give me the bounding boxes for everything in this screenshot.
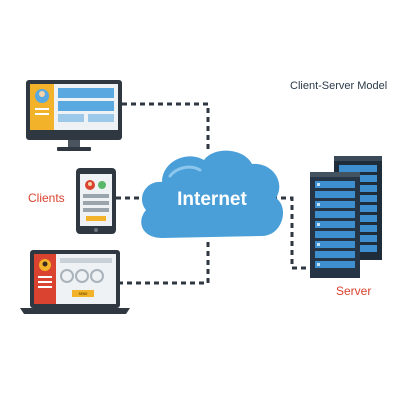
internet-cloud: Internet xyxy=(141,150,284,238)
desktop-panel xyxy=(88,114,114,122)
cloud-highlight xyxy=(168,165,202,178)
desktop-computer xyxy=(26,80,122,151)
tablet-avatar-badge xyxy=(98,181,106,189)
laptop-send-label: SEND xyxy=(79,292,89,296)
internet-label: Internet xyxy=(177,189,247,210)
desktop-panel xyxy=(58,101,114,111)
connector-desktop-internet xyxy=(122,102,210,150)
desktop-base xyxy=(57,147,91,151)
tablet-avatar-head xyxy=(88,182,92,186)
laptop-top-bar xyxy=(60,258,112,263)
cloud-shape xyxy=(141,150,284,238)
tablet-line xyxy=(83,201,109,205)
laptop-circle-option xyxy=(75,269,89,283)
laptop-send-button xyxy=(72,290,94,297)
laptop-sidebar-line xyxy=(38,276,52,278)
desktop-sidebar-line xyxy=(35,113,49,115)
server-racks xyxy=(310,156,382,278)
laptop-circle-option xyxy=(60,269,74,283)
rack-units xyxy=(315,181,355,268)
desktop-stand xyxy=(68,140,80,148)
diagram-title: Client-Server Model xyxy=(290,80,387,92)
clients-label: Clients xyxy=(28,191,65,205)
tablet-line xyxy=(83,194,109,198)
rack-top xyxy=(334,156,382,161)
tablet-home-button xyxy=(94,228,98,232)
desktop-sidebar-line xyxy=(35,108,49,110)
connector-laptop-internet xyxy=(118,240,210,285)
tablet xyxy=(76,168,116,234)
laptop-base xyxy=(20,308,130,314)
laptop-sidebar-line xyxy=(38,286,52,288)
laptop-sidebar-line xyxy=(38,281,52,283)
tablet-line xyxy=(83,208,109,212)
laptop: SEND xyxy=(20,250,130,314)
desktop-panel xyxy=(58,88,114,98)
desktop-avatar-head xyxy=(39,91,45,97)
tablet-button xyxy=(86,216,106,221)
laptop-circle-option xyxy=(90,269,104,283)
server-rack-front xyxy=(310,172,360,278)
desktop-panel xyxy=(58,114,84,122)
laptop-avatar-head xyxy=(42,261,48,267)
connector-internet-server xyxy=(272,196,310,270)
server-label: Server xyxy=(336,284,371,298)
rack-top xyxy=(310,172,360,177)
rack-indicator-lights xyxy=(317,183,320,266)
